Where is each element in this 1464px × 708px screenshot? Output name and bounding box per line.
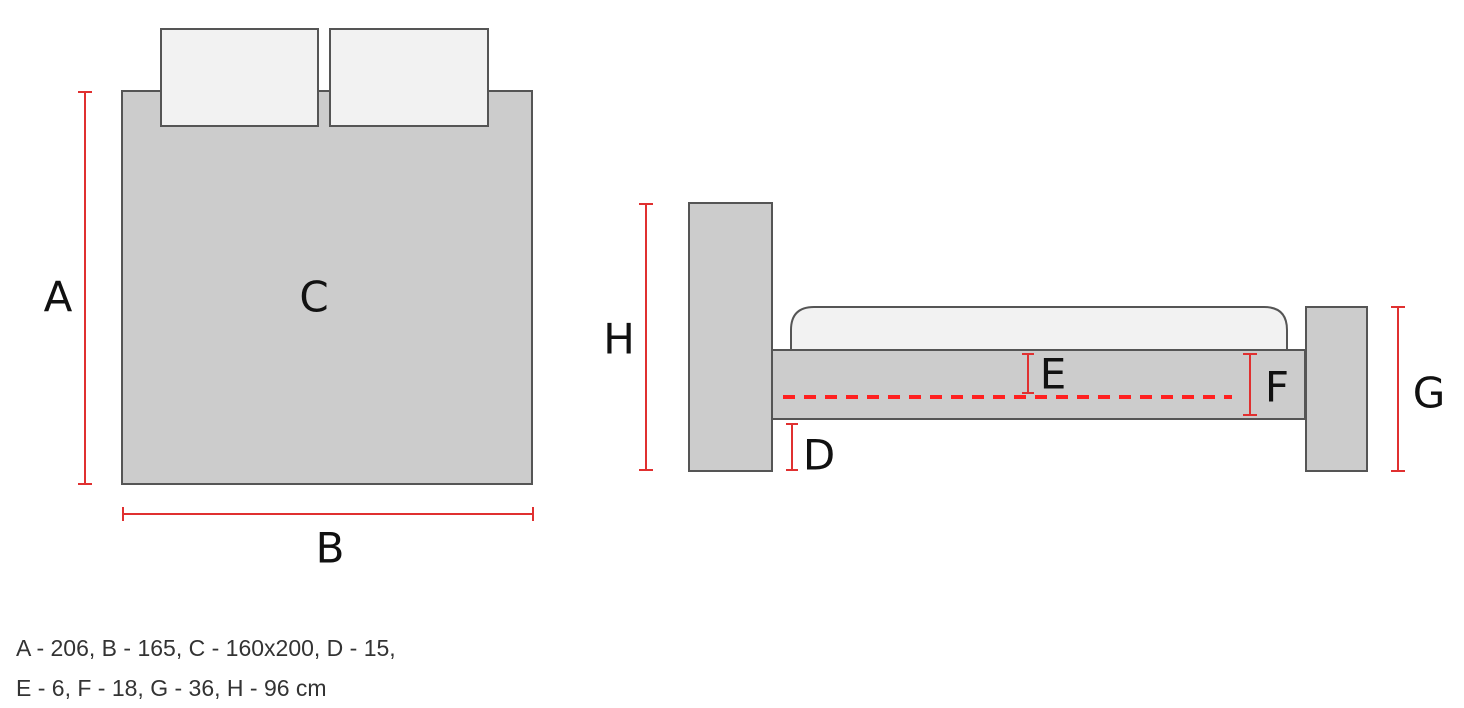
label-e: E	[1040, 350, 1067, 399]
label-f: F	[1265, 363, 1289, 412]
dimension-g-line	[1391, 306, 1405, 472]
bed-top-frame	[121, 90, 533, 485]
label-a: A	[44, 273, 73, 322]
label-b: B	[316, 524, 345, 573]
dimensions-caption: A - 206, B - 165, C - 160x200, D - 15, E…	[16, 628, 396, 708]
bed-dimension-diagram: A B C H D	[44, 28, 1446, 573]
top-view: A B C	[44, 28, 534, 573]
dimension-a-line	[78, 91, 92, 485]
headboard	[688, 202, 773, 472]
label-g: G	[1413, 369, 1446, 418]
label-c: C	[299, 273, 328, 322]
dimension-h-line	[639, 203, 653, 471]
dimension-b-line	[122, 507, 534, 521]
label-d: D	[803, 431, 835, 480]
caption-line-1: A - 206, B - 165, C - 160x200, D - 15,	[16, 635, 396, 661]
side-view: H D E F G	[603, 202, 1446, 480]
bed-side-frame	[771, 349, 1306, 420]
pillow-left	[160, 28, 319, 127]
footboard	[1305, 306, 1368, 472]
dimension-d-line	[786, 423, 798, 471]
label-h: H	[603, 315, 635, 364]
dimension-e-line	[1022, 353, 1034, 394]
caption-line-2: E - 6, F - 18, G - 36, H - 96 cm	[16, 675, 327, 701]
pillow-right	[329, 28, 489, 127]
dimension-f-line	[1243, 353, 1257, 416]
mattress	[790, 306, 1288, 351]
